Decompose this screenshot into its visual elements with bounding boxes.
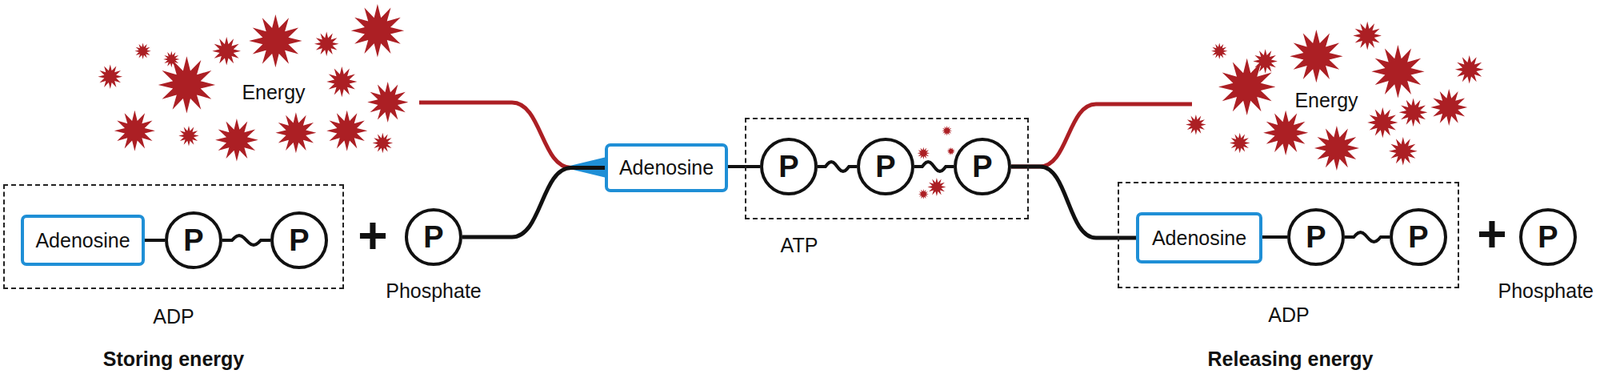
phosphate-symbol: P [1537,221,1558,252]
high-energy-bond [817,161,857,172]
phosphate-circle: P [270,211,328,269]
circle-shape [761,139,816,194]
circle-shape [1520,209,1576,264]
energy-star [275,112,316,153]
circle-shape [955,139,1010,194]
energy-flow-line [419,102,605,168]
energy-star [178,125,200,147]
phosphate-circle: P [856,137,915,196]
energy-star [1252,48,1278,74]
phosphate-symbol: P [972,151,992,182]
atp-group: PPPATP [744,117,1029,220]
energy-star [1263,110,1308,156]
energy-star [1367,107,1398,138]
bond-line [144,238,165,242]
energy-star [212,36,241,66]
energy-star [326,110,368,152]
energy-flow-line [1011,104,1192,167]
molecule-label: ADP [152,304,194,328]
energy-star [917,147,930,160]
phosphate-label: Phosphate [385,279,482,303]
energy-star [941,125,952,136]
adp-group: AdenosinePPADP [1117,181,1460,288]
phosphate-symbol: P [875,151,896,182]
energy-star [1289,29,1343,83]
bond-line [1262,235,1288,239]
energy-star [1229,132,1251,154]
high-energy-bond [914,161,954,172]
energy-star [927,177,946,196]
adenosine-label: Adenosine [619,156,714,180]
caption-label: Storing energy [103,348,244,371]
energy-star [1399,97,1428,127]
phosphate-circle: P [760,137,818,196]
plus-sign: + [1476,205,1507,262]
energy-star [1314,125,1360,171]
molecule-label: ATP [780,233,819,257]
plus-sign: + [357,207,388,264]
adenosine-box: Adenosine [604,143,728,192]
circle-shape [858,139,913,194]
energy-star [114,110,156,152]
adenosine-label: Adenosine [1152,226,1247,250]
molecule-label: ADP [1268,303,1309,327]
adp-group: AdenosinePPADP [3,184,344,289]
energy-cloud: Energy [128,32,420,152]
phosphate-circle: PPhosphate [404,208,463,266]
energy-star [1185,114,1207,136]
phosphate-circle: PPhosphate [1519,208,1577,266]
phosphate-circle: P [1389,208,1448,266]
energy-star [1211,43,1228,60]
energy-cloud: Energy [1192,40,1461,160]
energy-flow-line [462,168,605,238]
energy-label: Energy [238,80,308,104]
caption-label: Releasing energy [1207,348,1373,371]
circle-shape [166,212,221,268]
energy-star [97,64,123,89]
circle-shape [1391,209,1446,264]
energy-star [351,4,404,57]
circle-shape [272,212,327,268]
circle-shape [406,209,461,264]
energy-star [163,51,180,68]
energy-star [947,147,956,156]
energy-star [158,56,216,113]
high-energy-bond [222,235,271,245]
phosphate-symbol: P [423,221,444,252]
bond-line [728,164,760,168]
energy-star [918,188,929,200]
phosphate-symbol: P [778,151,799,182]
circle-shape [1288,209,1344,264]
phosphate-symbol: P [288,224,309,256]
energy-star [314,32,340,57]
energy-label: Energy [1291,88,1361,112]
phosphate-label: Phosphate [1497,279,1594,303]
phosphate-symbol: P [183,224,204,256]
energy-star [367,81,408,123]
energy-star [1455,55,1484,84]
energy-star [1371,44,1424,98]
phosphate-circle: P [953,137,1012,196]
high-energy-bond [1344,232,1390,242]
energy-star [134,43,151,60]
energy-star [372,132,394,154]
phosphate-circle: P [1287,208,1345,266]
phosphate-circle: P [164,211,223,269]
energy-star [1430,88,1468,126]
energy-stars [97,4,1484,200]
energy-star [1352,21,1382,51]
phosphate-symbol: P [1408,221,1428,252]
energy-star [248,14,302,68]
energy-star [326,66,357,97]
energy-star [1388,136,1418,166]
phosphate-symbol: P [1305,221,1326,252]
energy-star [215,118,259,162]
adenosine-box: Adenosine [1136,212,1263,264]
adenosine-box: Adenosine [20,214,145,266]
adenosine-label: Adenosine [35,228,130,252]
